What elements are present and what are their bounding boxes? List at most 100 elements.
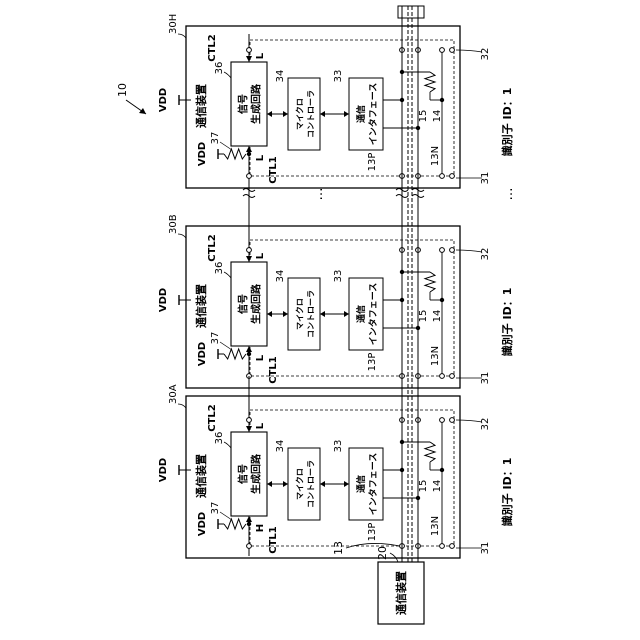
ctl1-terminal	[247, 174, 252, 179]
term-14-junction	[440, 468, 444, 472]
signal-generator-leader	[224, 442, 231, 448]
device-ref-leader	[178, 34, 186, 38]
bus-n-ref: 13N	[430, 146, 441, 166]
identifier-label: 識別子 ID：1	[500, 458, 514, 527]
pullup-ref: 37	[210, 332, 221, 345]
bus-ref: 13	[332, 541, 345, 555]
ctl2-arrowhead	[246, 256, 252, 262]
ctl1-label: CTL1	[268, 526, 279, 554]
mcu-if-arrowhead	[320, 481, 325, 487]
mcu-ref: 34	[275, 70, 286, 83]
termination-resistor	[425, 72, 435, 92]
label-line: 通信	[355, 475, 367, 493]
ctl1-arrowhead	[246, 516, 252, 522]
ctl1-junction	[247, 352, 251, 356]
term-14-junction	[440, 98, 444, 102]
level-out-label: L	[255, 52, 266, 59]
device-title: 通信装置	[194, 284, 208, 328]
ctl2-label: CTL2	[207, 34, 218, 62]
label-line: 通信	[355, 105, 367, 123]
ctl2-label: CTL2	[207, 404, 218, 432]
gen-mcu-arrowhead-2	[283, 481, 288, 487]
mcu-if-arrowhead-2	[344, 311, 349, 317]
line-14-ref: 14	[432, 110, 443, 123]
bus-p-ref: 13P	[367, 353, 378, 372]
line14-terminal	[440, 544, 445, 549]
ctl1-junction	[247, 152, 251, 156]
bus-n-ref: 13N	[430, 346, 441, 366]
mcu-ref: 34	[275, 440, 286, 453]
vdd-top-label: VDD	[158, 88, 169, 112]
ctl1-label: CTL1	[268, 156, 279, 184]
line14-terminal	[440, 48, 445, 53]
label-line: インタフェース	[367, 453, 379, 516]
label-line: 生成回路	[250, 83, 263, 124]
bus-n-ref: 13N	[430, 516, 441, 536]
connector-terminal	[450, 248, 455, 253]
connector-out-ref: 32	[480, 48, 491, 61]
device-ref: 30A	[168, 384, 179, 404]
comm-interface-ref: 33	[333, 270, 344, 283]
line14-terminal	[440, 248, 445, 253]
vdd-top-label: VDD	[158, 458, 169, 482]
system-ref-label: 10	[116, 83, 129, 97]
signal-generator-ref: 36	[214, 262, 225, 275]
label-line: 生成回路	[250, 453, 263, 494]
label-line: インタフェース	[367, 283, 379, 346]
gen-mcu-arrowhead-2	[283, 311, 288, 317]
label-line: マイクロ	[295, 298, 305, 330]
line-14-ref: 14	[432, 480, 443, 493]
label-line: 信号	[237, 464, 250, 484]
level-in-label: L	[255, 354, 266, 361]
label-line: マイクロ	[295, 98, 305, 130]
mcu-ref: 34	[275, 270, 286, 283]
label-line: コントローラ	[307, 290, 316, 338]
pullup-leader	[220, 142, 232, 150]
connector-out-ref: 32	[480, 248, 491, 261]
comm-interface-ref: 33	[333, 70, 344, 83]
ellipsis-row: … …	[311, 188, 516, 201]
device-ref: 30H	[168, 14, 179, 34]
master-ref: 20	[376, 546, 389, 560]
device-30h: 30H通信装置VDDVDD37信号生成回路36マイクロコントローラ34通信インタ…	[158, 14, 514, 188]
termination-resistor	[425, 272, 435, 292]
label-line: マイクロ	[295, 468, 305, 500]
ctl1-arrowhead	[246, 146, 252, 152]
ctl1-terminal	[247, 544, 252, 549]
comm-interface-ref: 33	[333, 440, 344, 453]
mcu-if-arrowhead-2	[344, 111, 349, 117]
connector-out-ref: 32	[480, 418, 491, 431]
bus-p-ref: 13P	[367, 523, 378, 542]
line14-terminal	[440, 174, 445, 179]
pullup-ref: 37	[210, 132, 221, 145]
gen-mcu-arrowhead	[267, 481, 272, 487]
bus-p-ref: 13P	[367, 153, 378, 172]
device-30a: 30A通信装置VDDVDD37信号生成回路36マイクロコントローラ34通信インタ…	[158, 384, 514, 558]
ctl1-arrowhead	[246, 346, 252, 352]
pullup-leader	[220, 512, 232, 520]
level-out-label: L	[255, 252, 266, 259]
pullup-resistor	[224, 519, 246, 529]
identifier-label: 識別子 ID：1	[500, 88, 514, 157]
vdd-top-label: VDD	[158, 288, 169, 312]
connector-terminal	[450, 48, 455, 53]
device-ref: 30B	[168, 214, 179, 234]
termination-ref: 15	[418, 310, 429, 323]
vdd-pullup-label: VDD	[197, 142, 208, 166]
ellipsis-right: …	[501, 188, 516, 201]
level-in-label: H	[255, 524, 266, 532]
termination-resistor	[425, 442, 435, 462]
pullup-resistor	[224, 149, 246, 159]
bus-lines	[243, 6, 424, 562]
ctl1-junction	[247, 522, 251, 526]
gen-mcu-arrowhead	[267, 311, 272, 317]
line-14-ref: 14	[432, 310, 443, 323]
label-line: 信号	[237, 294, 250, 314]
ctl2-arrowhead	[246, 56, 252, 62]
connector-terminal	[450, 418, 455, 423]
identifier-label: 識別子 ID：1	[500, 288, 514, 357]
device-ref-leader	[178, 234, 186, 238]
signal-generator-leader	[224, 72, 231, 78]
device-ref-leader	[178, 404, 186, 408]
label-line: コントローラ	[307, 460, 316, 508]
